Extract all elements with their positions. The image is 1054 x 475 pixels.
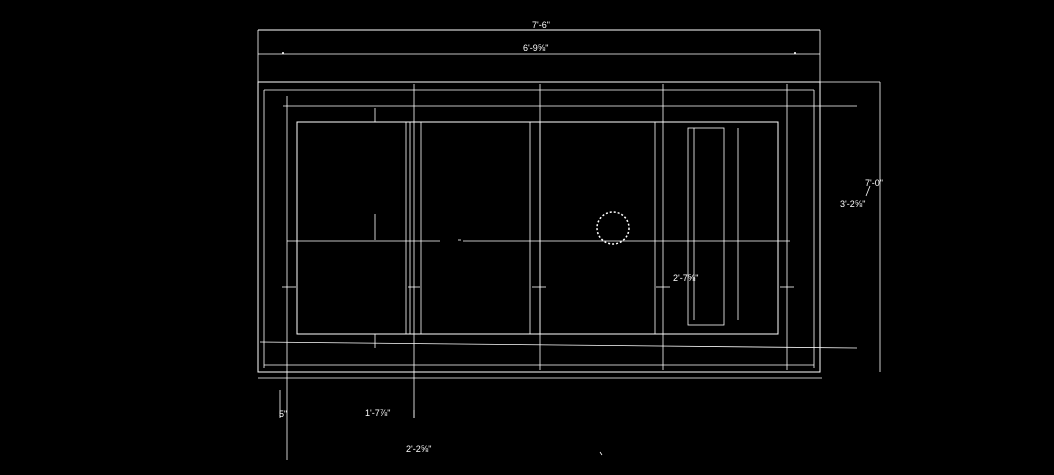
- drain-circle-symbol: [596, 211, 630, 245]
- horizontal-guides: [259, 105, 858, 366]
- bottom-total-label: 2'-2⅝": [406, 444, 431, 454]
- vertical-guides: [286, 84, 788, 460]
- overall-width-label: 7'-6": [532, 20, 550, 30]
- inner-frame: [296, 121, 779, 335]
- right-panel-width-label: 2'-7⅝": [673, 273, 698, 283]
- top-dimension: 7'-6" 6'-9⅝": [257, 20, 821, 86]
- bay-left: [405, 122, 411, 334]
- right-panel: [687, 127, 739, 326]
- bottom-dimensions: 5" 1'-7⅞" 2'-2⅝": [279, 390, 603, 456]
- outer-frame: [257, 81, 881, 379]
- bay-center-right: [539, 122, 656, 334]
- right-dimensions: 7'-0" 3'-2⅝" 2'-7⅝": [673, 178, 883, 283]
- inner-height-label: 3'-2⅝": [840, 199, 865, 209]
- small-offset-label: 5": [279, 409, 287, 419]
- bay-center-left: [420, 122, 531, 334]
- inner-width-label: 6'-9⅝": [523, 43, 548, 53]
- overall-height-label: 7'-0": [865, 178, 883, 188]
- left-bay-width-label: 1'-7⅞": [365, 408, 390, 418]
